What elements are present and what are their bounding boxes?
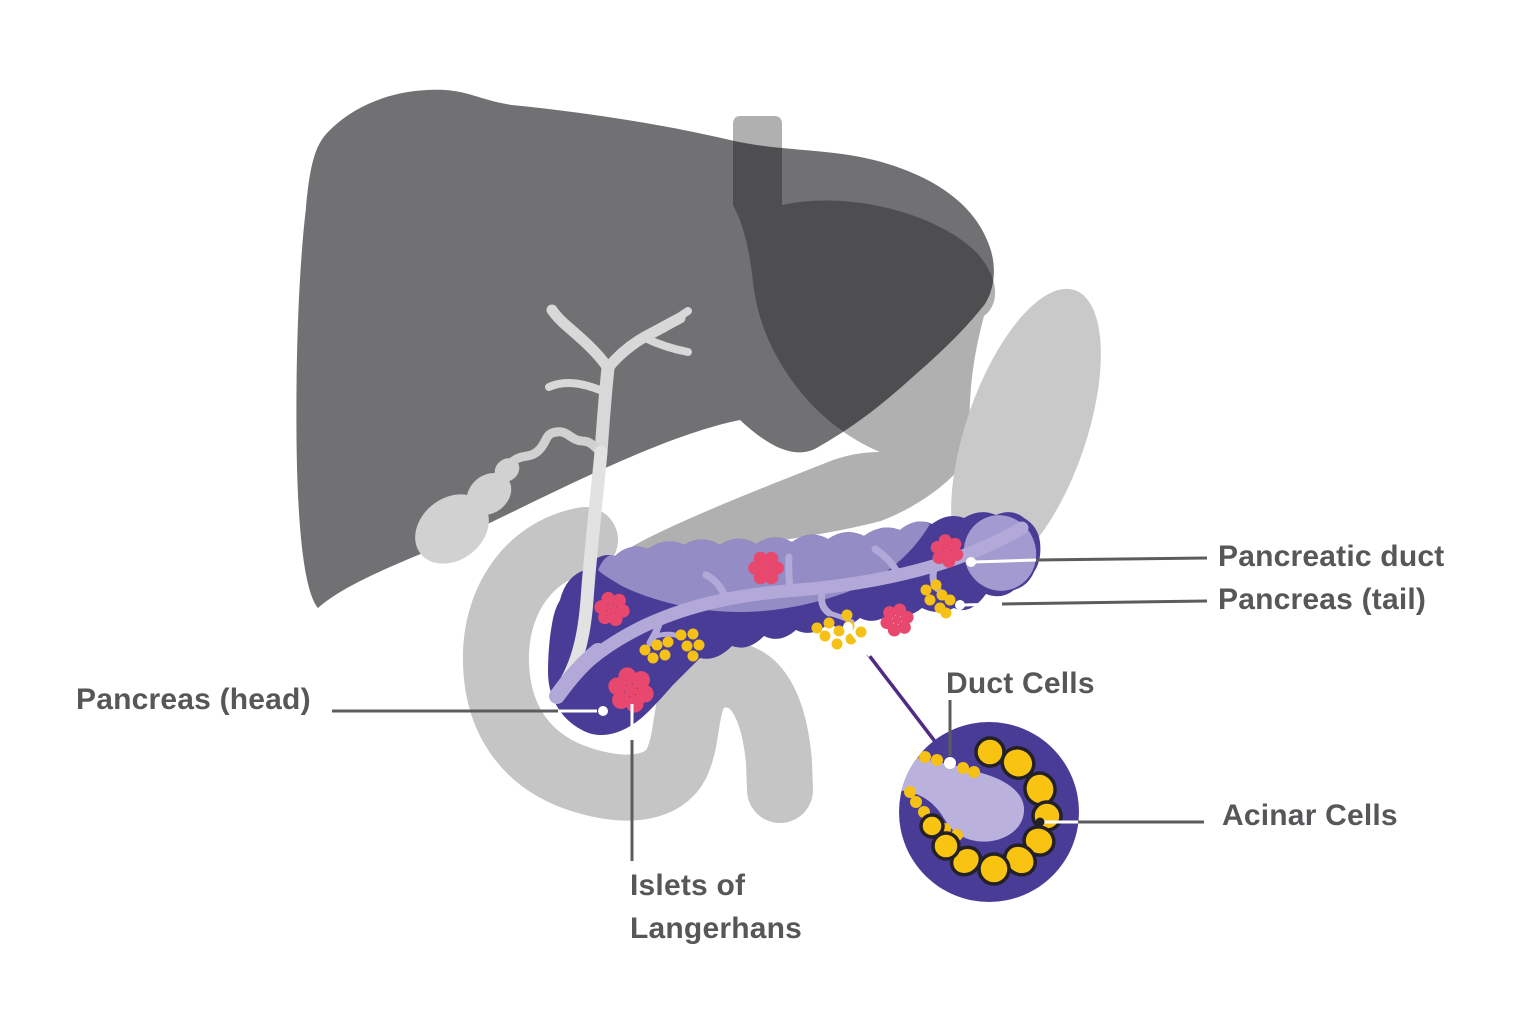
cystic-duct [503, 427, 603, 471]
pointer-dot-acinar [1035, 817, 1045, 827]
zoom-connector-dot [843, 622, 853, 632]
islet [930, 534, 964, 568]
label-islets-line2: Langerhans [630, 912, 803, 945]
islet [748, 551, 784, 585]
islet [880, 603, 914, 637]
duct-lumen [899, 756, 1025, 842]
label-pancreatic-duct: Pancreatic duct [1218, 540, 1445, 573]
acinar-cells-ring [919, 736, 1063, 886]
zoom-connector-purple [866, 652, 942, 750]
duodenum [462, 507, 813, 823]
hepatic-duct-tree [545, 304, 692, 459]
gallbladder [415, 458, 520, 564]
pointer-lines [332, 556, 1208, 861]
microscopic-inset [899, 722, 1079, 902]
stomach-silhouette [577, 116, 996, 607]
islet [594, 591, 630, 627]
pointer-dot-head [598, 706, 608, 716]
islet-head-large [608, 667, 654, 713]
acinar-clusters [639, 579, 956, 664]
zoom-connector-white [846, 625, 872, 658]
pointer-dot-tail [955, 600, 965, 610]
spleen-silhouette [951, 288, 1101, 576]
label-islets-line1: Islets of [630, 869, 746, 902]
label-duct-cells: Duct Cells [946, 667, 1095, 700]
liver-silhouette [296, 89, 994, 608]
label-acinar-cells: Acinar Cells [1222, 799, 1398, 832]
pointer-dot-duct [966, 557, 976, 567]
islets-of-langerhans [594, 534, 964, 713]
duct-cell-highlighted [944, 757, 956, 769]
label-pancreas-tail: Pancreas (tail) [1218, 583, 1427, 616]
label-pancreas-head: Pancreas (head) [76, 683, 311, 716]
